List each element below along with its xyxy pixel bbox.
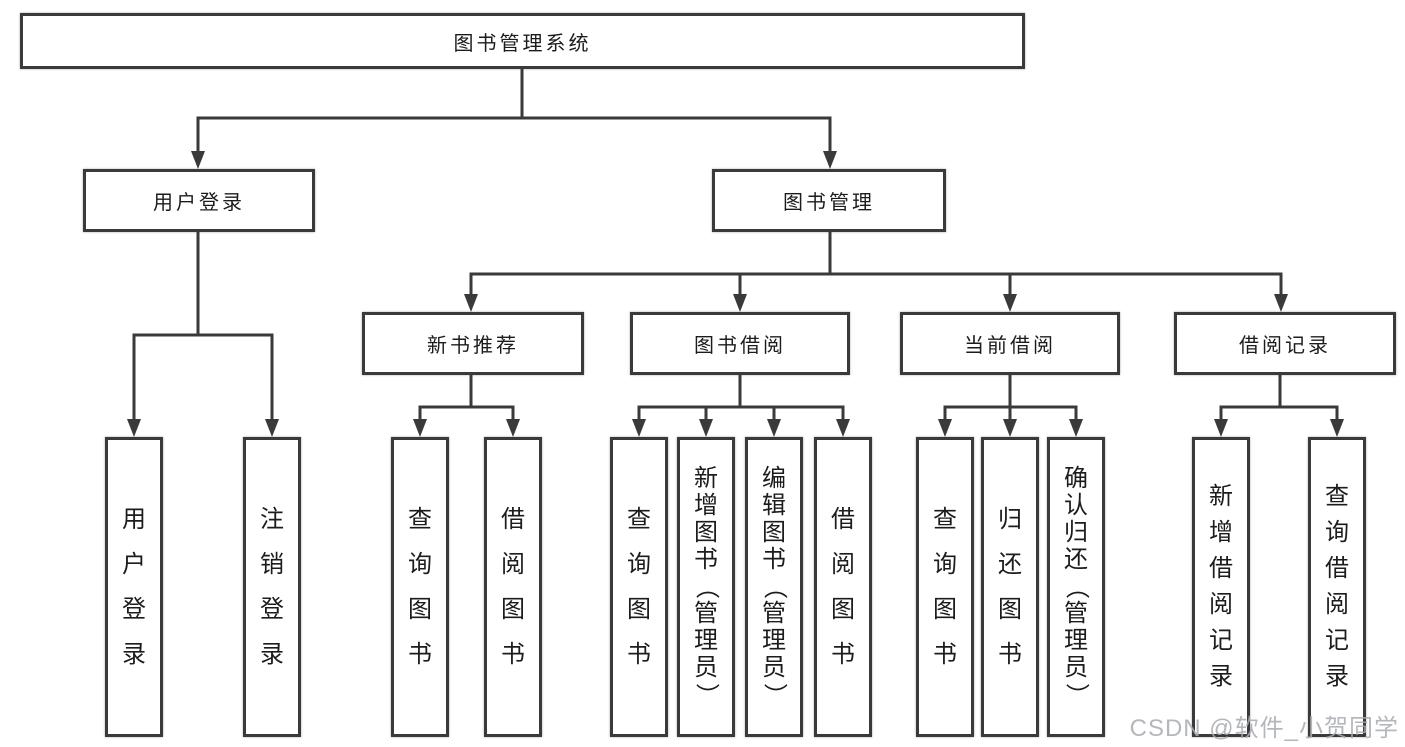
node-new-book-recommendation: 新书推荐 — [362, 312, 584, 375]
node-label: 新书推荐 — [427, 335, 519, 357]
connector-book-borrowing-branch — [632, 375, 850, 437]
leaf-borrow-books-recommend: 借阅图书 — [484, 437, 542, 737]
leaf-label: 归还图书 — [998, 505, 1022, 668]
leaf-label: 借阅图书 — [831, 505, 855, 668]
connector-new-book-branch — [413, 375, 520, 437]
leaf-label: 用户登录 — [122, 505, 146, 668]
leaf-search-books-borrowing: 查询图书 — [610, 437, 668, 737]
leaf-search-books-recommend: 查询图书 — [391, 437, 449, 737]
leaf-edit-books-admin: 编辑图书（管理员） — [745, 437, 803, 737]
leaf-confirm-return-admin: 确认归还（管理员） — [1047, 437, 1105, 737]
leaf-label: 查询借阅记录 — [1325, 483, 1349, 690]
node-borrowing-records: 借阅记录 — [1174, 312, 1396, 375]
node-library-management-system: 图书管理系统 — [20, 13, 1025, 69]
csdn-watermark: CSDN @软件_小贺同学 — [1129, 715, 1399, 742]
node-label: 图书借阅 — [694, 335, 786, 357]
leaf-label: 查询图书 — [627, 505, 651, 668]
connector-current-borrowing-branch — [938, 375, 1083, 437]
node-current-borrowing: 当前借阅 — [900, 312, 1120, 375]
leaf-search-borrow-record: 查询借阅记录 — [1308, 437, 1366, 737]
leaf-label: 新增图书（管理员） — [693, 465, 720, 708]
node-label: 当前借阅 — [964, 335, 1056, 357]
leaf-add-borrow-record: 新增借阅记录 — [1192, 437, 1250, 737]
leaf-return-books: 归还图书 — [981, 437, 1039, 737]
leaf-label: 编辑图书（管理员） — [761, 465, 788, 708]
node-book-borrowing: 图书借阅 — [630, 312, 850, 375]
node-user-login: 用户登录 — [83, 169, 315, 232]
connector-root-branch — [191, 69, 837, 169]
node-label: 用户登录 — [153, 192, 245, 214]
node-label: 图书管理系统 — [453, 32, 592, 55]
connector-book-management-branch — [464, 232, 1288, 312]
connector-borrowing-records-branch — [1214, 375, 1344, 437]
leaf-add-books-admin: 新增图书（管理员） — [677, 437, 735, 737]
leaf-label: 借阅图书 — [501, 505, 525, 668]
node-label: 图书管理 — [783, 192, 875, 214]
leaf-user-login: 用户登录 — [105, 437, 163, 737]
leaf-label: 注销登录 — [260, 505, 284, 668]
leaf-label: 查询图书 — [933, 505, 957, 668]
connector-user-login-branch — [127, 232, 279, 437]
leaf-logout: 注销登录 — [243, 437, 301, 737]
node-label: 借阅记录 — [1239, 335, 1331, 357]
leaf-label: 查询图书 — [408, 505, 432, 668]
leaf-label: 新增借阅记录 — [1209, 483, 1233, 690]
leaf-borrow-books: 借阅图书 — [814, 437, 872, 737]
node-book-management: 图书管理 — [712, 169, 946, 232]
leaf-label: 确认归还（管理员） — [1063, 465, 1090, 708]
leaf-search-books-current: 查询图书 — [916, 437, 974, 737]
